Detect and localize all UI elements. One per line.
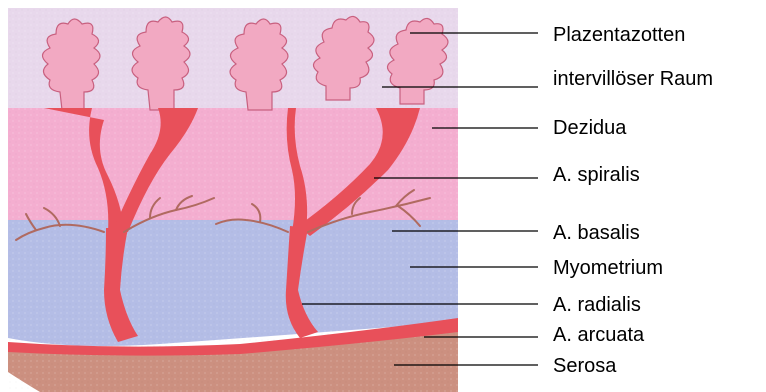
label-a-radialis: A. radialis <box>553 295 641 315</box>
label-intervilloeser-raum: intervillöser Raum <box>553 69 713 89</box>
label-a-basalis: A. basalis <box>553 223 640 243</box>
label-serosa: Serosa <box>553 356 616 376</box>
label-myometrium: Myometrium <box>553 258 663 278</box>
label-a-spiralis: A. spiralis <box>553 165 640 185</box>
label-a-arcuata: A. arcuata <box>553 325 644 345</box>
label-dezidua: Dezidua <box>553 118 626 138</box>
label-plazentazotten: Plazentazotten <box>553 25 685 45</box>
